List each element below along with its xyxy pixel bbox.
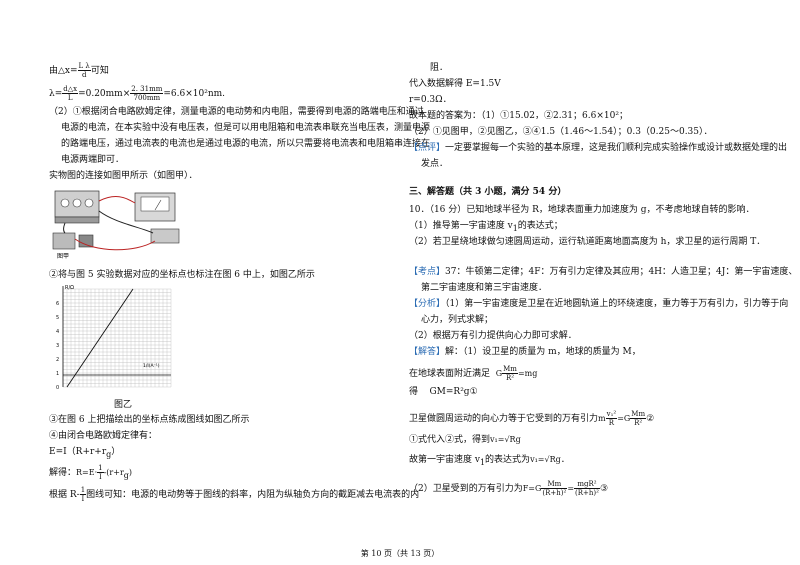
knowledge-points: 【考点】37：牛顿第二定律；4F：万有引力定律及其应用；4H：人造卫星；4J：第…	[409, 267, 798, 277]
paragraph: 心力，列式求解；	[421, 315, 494, 325]
paragraph: r=0.3Ω．	[409, 95, 452, 105]
graph-y-tick: 2	[56, 357, 59, 363]
equation-4: ①式代入②式，得到v₁=√Rg	[409, 435, 521, 445]
paragraph: 电源的电流，在本实验中没有电压表，但是可以用电阻箱和电流表串联充当电压表，测量电…	[61, 123, 431, 133]
question-10-part-1: （1）推导第一宇宙速度 v1的表达式；	[409, 221, 563, 233]
graph-caption: 图乙	[114, 400, 133, 410]
equation-2: 得 GM=R²g①	[409, 387, 478, 397]
question-10: 10．（16 分）已知地球半径为 R，地球表面重力加速度为 g，不考虑地球自转的…	[409, 205, 755, 215]
paragraph: （2）根据万有引力提供向心力即可求解．	[409, 331, 577, 341]
analysis: 【分析】（1）第一宇宙速度是卫星在近地圆轨道上的环绕速度，重力等于万有引力，引力…	[409, 299, 789, 309]
graph-x-label: 1/I(A⁻¹)	[143, 363, 160, 369]
section-heading: 三、解答题（共 3 小题，满分 54 分）	[409, 187, 567, 197]
graph-y-tick: 0	[56, 385, 59, 391]
paragraph: （2）①见图甲，②见图乙，③④1.5（1.46～1.54）；0.3（0.25～0…	[409, 127, 713, 137]
paragraph: 故本题的答案为：（1）①15.02，②2.31；6.6×10²；	[409, 111, 628, 121]
paragraph: 阻．	[430, 63, 449, 73]
graph-y-label: R/Ω	[65, 285, 74, 291]
solution: 【解答】解：（1）设卫星的质量为 m，地球的质量为 M，	[409, 347, 641, 357]
paragraph: 的路端电压，通过电流表的电流也是通过电源的电流，所以只需要将电流表和电阻箱串连接…	[61, 139, 431, 149]
graph-y-tick: 6	[56, 301, 59, 307]
paragraph: E=I（R+r+rg）	[49, 447, 121, 459]
paragraph: ④由闭合电路欧姆定律有：	[49, 431, 158, 441]
paragraph: 发点．	[421, 159, 449, 169]
graph-y-tick: 1	[56, 371, 59, 377]
paragraph: 第二宇宙速度和第三宇宙速度．	[421, 283, 548, 293]
paragraph: ③在图 6 上把描绘出的坐标点练成图线如图乙所示	[49, 415, 250, 425]
paragraph: ②将与图 5 实验数据对应的坐标点也标注在图 6 中上，如图乙所示	[49, 270, 315, 280]
paragraph: 电源两端即可．	[61, 155, 125, 165]
question-10-part-2: （2）若卫星绕地球做匀速圆周运动，运行轨道距离地面高度为 h，求卫星的运行周期 …	[409, 237, 766, 247]
graph-y-tick: 4	[56, 329, 59, 335]
paragraph: 代入数据解得 E=1.5V	[409, 79, 501, 89]
paragraph: 实物图的连接如图甲所示（如图甲）．	[49, 171, 198, 181]
page-footer: 第 10 页（共 13 页）	[360, 549, 440, 558]
equation-5: 故第一宇宙速度 v1的表达式为v₁=√Rg．	[409, 455, 570, 467]
photo-caption: 图甲	[57, 253, 69, 260]
comment-line: 【点评】一定要掌握每一个实验的基本原理，这是我们顺利完成实验操作或设计或数据处理…	[409, 143, 788, 153]
graph-y-tick: 5	[56, 315, 59, 321]
graph-y-tick: 3	[56, 343, 59, 349]
circuit-photo: 图甲	[52, 190, 180, 260]
paragraph: （2）①根据闭合电路欧姆定律，测量电源的电动势和内电阻，需要得到电源的路端电压和…	[49, 107, 424, 117]
